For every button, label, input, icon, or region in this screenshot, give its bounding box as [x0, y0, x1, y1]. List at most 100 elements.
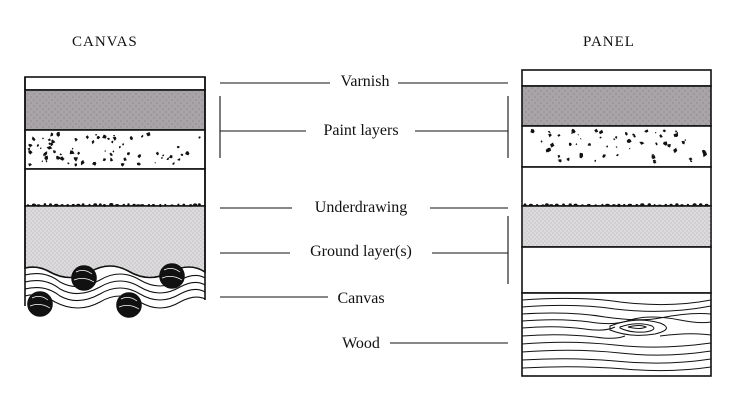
speckle [136, 162, 141, 166]
panel-underdrawing-dots [523, 203, 709, 207]
underdrawing-dot [26, 204, 30, 207]
underdrawing-dot [31, 203, 36, 207]
underdrawing-dot [36, 204, 41, 207]
speckle [613, 138, 616, 141]
speckle [548, 133, 552, 138]
speckle [673, 133, 679, 137]
speckle [80, 159, 85, 166]
speckle [166, 157, 169, 160]
speckle [77, 151, 80, 155]
speckle [31, 136, 36, 142]
underdrawing-dot [182, 203, 186, 207]
speckle [684, 139, 687, 141]
speckle [180, 153, 184, 156]
underdrawing-dot [573, 203, 578, 207]
canvas-underdrawing-layer [24, 168, 206, 207]
speckle [41, 137, 44, 140]
speckle [111, 140, 114, 144]
speckle [59, 156, 65, 161]
underdrawing-dot [177, 203, 180, 206]
speckle [102, 158, 106, 162]
speckle [95, 134, 98, 136]
speckle [626, 138, 632, 143]
underdrawing-dot [98, 203, 102, 206]
underdrawing-dot [109, 203, 114, 206]
speckle [579, 152, 584, 159]
underdrawing-dot [71, 203, 75, 207]
speckle [625, 132, 628, 136]
canvas-varnish-layer [24, 76, 206, 91]
speckle [644, 129, 649, 133]
speckle [689, 160, 693, 163]
speckle [177, 158, 181, 161]
wood-grain [522, 297, 711, 372]
underdrawing-dot [686, 203, 690, 206]
underdrawing-dot [60, 204, 64, 207]
speckle [113, 134, 116, 137]
speckle [566, 157, 570, 162]
speckle [27, 147, 31, 151]
panel-title: PANEL [583, 34, 635, 50]
speckle [540, 140, 543, 143]
speckle [616, 154, 619, 157]
speckle [160, 157, 163, 159]
speckle [662, 129, 667, 133]
speckle [129, 135, 133, 140]
speckle [639, 141, 645, 145]
speckle [71, 147, 74, 150]
speckle [109, 152, 113, 157]
speckle [36, 143, 39, 147]
speckle [141, 134, 144, 138]
underdrawing-dot [528, 203, 533, 207]
speckle [112, 150, 115, 153]
speckle [667, 144, 671, 148]
speckle [59, 153, 63, 156]
speckle [67, 162, 70, 165]
underdrawing-dot [193, 203, 198, 206]
underdrawing-dot [115, 204, 120, 207]
speckle [702, 150, 705, 153]
underdrawing-dot [541, 204, 545, 207]
speckle [74, 163, 77, 167]
speckle [633, 134, 636, 138]
underdrawing-dot [594, 204, 597, 207]
speckle [675, 130, 678, 133]
speckle [575, 143, 578, 145]
speckle [547, 130, 551, 133]
speckle [681, 140, 685, 145]
underdrawing-dot [76, 203, 81, 207]
underdrawing-dot [664, 203, 668, 207]
speckle [598, 129, 604, 135]
speckle [577, 134, 579, 136]
underdrawing-dot [189, 204, 193, 207]
underdrawing-dot [647, 203, 651, 206]
speckle [28, 143, 33, 148]
underdrawing-dot [612, 204, 616, 207]
speckle [654, 132, 657, 134]
panel-underdrawing-layer [521, 166, 712, 207]
speckle [122, 143, 124, 146]
speckle [615, 146, 618, 148]
canvas-title: CANVAS [72, 34, 138, 50]
underdrawing-dot [43, 203, 47, 207]
speckle [52, 140, 56, 143]
speckle [28, 150, 33, 155]
underdrawing-dot [704, 203, 709, 207]
speckle [110, 157, 114, 162]
label-wood: Wood [340, 335, 382, 353]
underdrawing-dot [151, 204, 156, 207]
underdrawing-dot [140, 204, 145, 207]
underdrawing-dot [536, 204, 539, 207]
speckle [92, 161, 97, 166]
underdrawing-dot [66, 204, 69, 207]
speckle [185, 151, 190, 156]
underdrawing-dot [605, 203, 610, 207]
underdrawing-dot [122, 203, 126, 207]
speckle [606, 145, 608, 148]
speckle [106, 137, 111, 140]
speckle [73, 157, 78, 162]
underdrawing-dot [147, 203, 150, 207]
speckle [651, 155, 654, 158]
underdrawing-dot [627, 203, 633, 207]
